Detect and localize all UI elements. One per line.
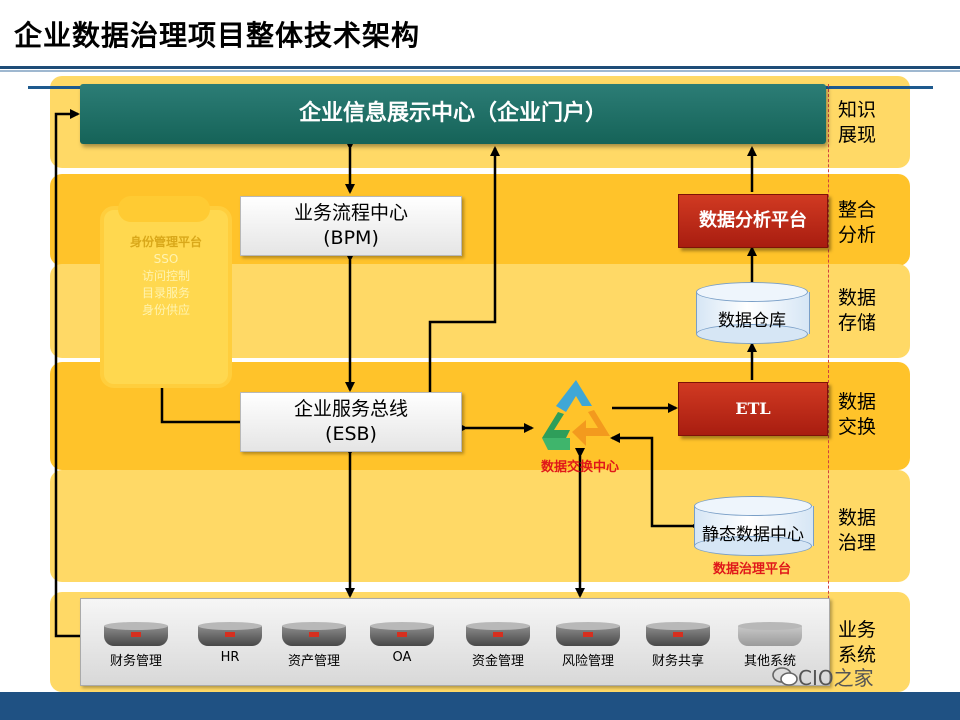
esb-line1: 企业服务总线 <box>293 398 408 420</box>
exchange-recycle-icon <box>542 380 610 450</box>
layer-label-business: 业务系统 <box>838 619 877 666</box>
system-label: HR <box>220 650 240 665</box>
static-data-center-label: 静态数据中心 <box>702 525 804 545</box>
system-label: 其他系统 <box>743 654 796 669</box>
watermark: CIO之家 <box>798 666 874 690</box>
data-warehouse-label: 数据仓库 <box>718 311 786 331</box>
system-label: 财务管理 <box>109 654 162 669</box>
page-title: 企业数据治理项目整体技术架构 <box>14 19 421 52</box>
footer-bar <box>0 692 960 720</box>
layer-label-storage: 数据存储 <box>838 287 877 334</box>
system-label: 财务共享 <box>651 654 704 669</box>
title-rule <box>0 66 960 69</box>
static-exchange-arrow <box>610 433 700 531</box>
esb-line2: (ESB) <box>325 423 377 445</box>
data-warehouse-cylinder: 数据仓库 <box>696 282 810 344</box>
layer-divider-dashed <box>828 84 829 684</box>
business-systems-bar <box>80 598 830 686</box>
bpm-line1: 业务流程中心 <box>293 202 408 224</box>
title-rule-light <box>0 70 960 72</box>
bpm-line2: (BPM) <box>323 227 379 249</box>
static-data-center-cylinder: 静态数据中心 <box>694 496 814 556</box>
server-icon <box>466 622 530 648</box>
analysis-platform-box: 数据分析平台 <box>678 194 828 248</box>
enterprise-portal: 企业信息展示中心（企业门户） <box>80 84 826 144</box>
esb-portal-arrow <box>428 146 500 392</box>
system-label: 资产管理 <box>287 654 340 669</box>
layer-label-exchange: 数据交换 <box>838 391 877 438</box>
layer-label-governance: 数据治理 <box>838 507 877 554</box>
exchange-center-label: 数据交换中心 <box>540 460 619 475</box>
etl-box: ETL <box>678 382 828 436</box>
server-icon <box>556 622 620 648</box>
server-icon <box>198 622 262 648</box>
server-icon <box>370 622 434 648</box>
identity-item: 访问控制 <box>141 269 190 283</box>
layer-label-integration: 整合分析 <box>838 199 877 246</box>
wechat-icon <box>772 667 798 686</box>
server-icon <box>646 622 710 648</box>
identity-item: 身份供应 <box>141 303 190 317</box>
identity-management-platform: 身份管理平台 SSO 访问控制 目录服务 身份供应 <box>100 206 232 388</box>
esb-box: 企业服务总线 (ESB) <box>240 392 462 452</box>
clipboard-clip-icon <box>118 196 210 222</box>
governance-platform-label: 数据治理平台 <box>712 562 791 577</box>
systems-portal-loop <box>54 109 80 638</box>
system-label: OA <box>392 650 412 665</box>
identity-item: SSO <box>153 252 179 266</box>
server-icon <box>282 622 346 648</box>
server-icon <box>738 622 802 648</box>
identity-esb-line <box>160 384 240 424</box>
system-label: 资金管理 <box>471 654 524 669</box>
system-label: 风险管理 <box>561 654 614 669</box>
identity-title: 身份管理平台 <box>129 235 202 249</box>
server-icon <box>104 622 168 648</box>
bpm-box: 业务流程中心 (BPM) <box>240 196 462 256</box>
layer-label-knowledge: 知识展现 <box>838 99 877 146</box>
identity-item: 目录服务 <box>141 286 190 300</box>
